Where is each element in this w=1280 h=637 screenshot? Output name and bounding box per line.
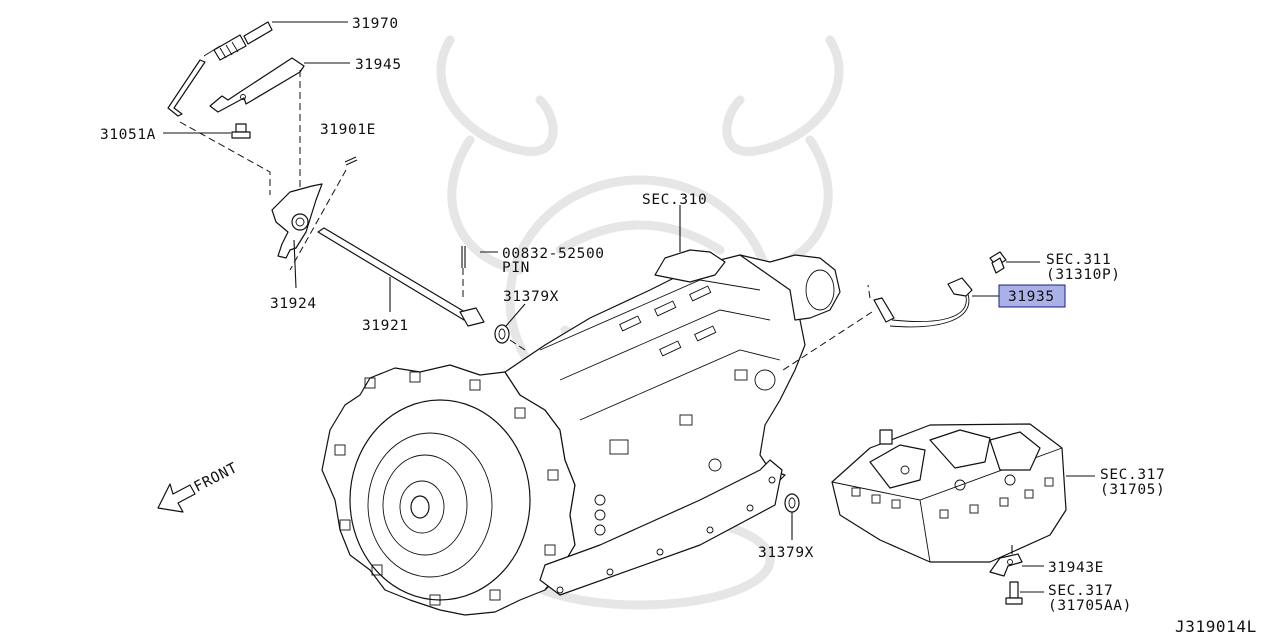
label-31970: 31970 [352,16,399,32]
harness-31935 [873,277,1000,328]
seal-31379X-bottom [784,493,800,540]
label-00832-line1: 00832-52500 [502,246,605,262]
diagram-code: J319014L [1175,617,1257,636]
label-31935[interactable]: 31935 [1008,289,1055,305]
label-sec317b-line2: (31705AA) [1048,598,1132,614]
control-valve-body [831,423,1095,563]
highlight-31935[interactable] [998,284,1066,308]
transmission-assembly [321,249,841,616]
label-00832-line2: PIN [502,260,530,276]
lever-31924 [271,183,323,289]
label-sec317a-line2: (31705) [1100,482,1165,498]
seal-31379X-top [494,303,526,351]
label-31924: 31924 [270,296,317,312]
label-sec311-line1: SEC.311 [1046,252,1111,268]
label-sec311-line2: (31310P) [1046,267,1121,283]
bolt-sec317 [1005,581,1044,605]
pin-00832-52500 [461,246,498,300]
front-label: FRONT [192,460,241,495]
bracket-31943E [989,545,1044,577]
pin-31901E [344,156,358,166]
label-31943E: 31943E [1048,560,1104,576]
bracket-31945 [209,57,350,113]
label-sec317a-line1: SEC.317 [1100,467,1165,483]
label-31945: 31945 [355,57,402,73]
control-rod-31970 [167,21,348,117]
label-31051A: 31051A [100,127,156,143]
label-sec310: SEC.310 [642,192,707,208]
label-31901E: 31901E [320,122,376,138]
front-arrow-icon [157,483,196,513]
label-sec317b-line1: SEC.317 [1048,583,1113,599]
label-31921: 31921 [362,318,409,334]
label-31379X-bottom: 31379X [758,545,814,561]
shaft-31921 [317,227,485,327]
bolt-31051A [163,123,251,139]
bolt-sec311 [989,251,1040,274]
label-31379X-top: 31379X [503,289,559,305]
